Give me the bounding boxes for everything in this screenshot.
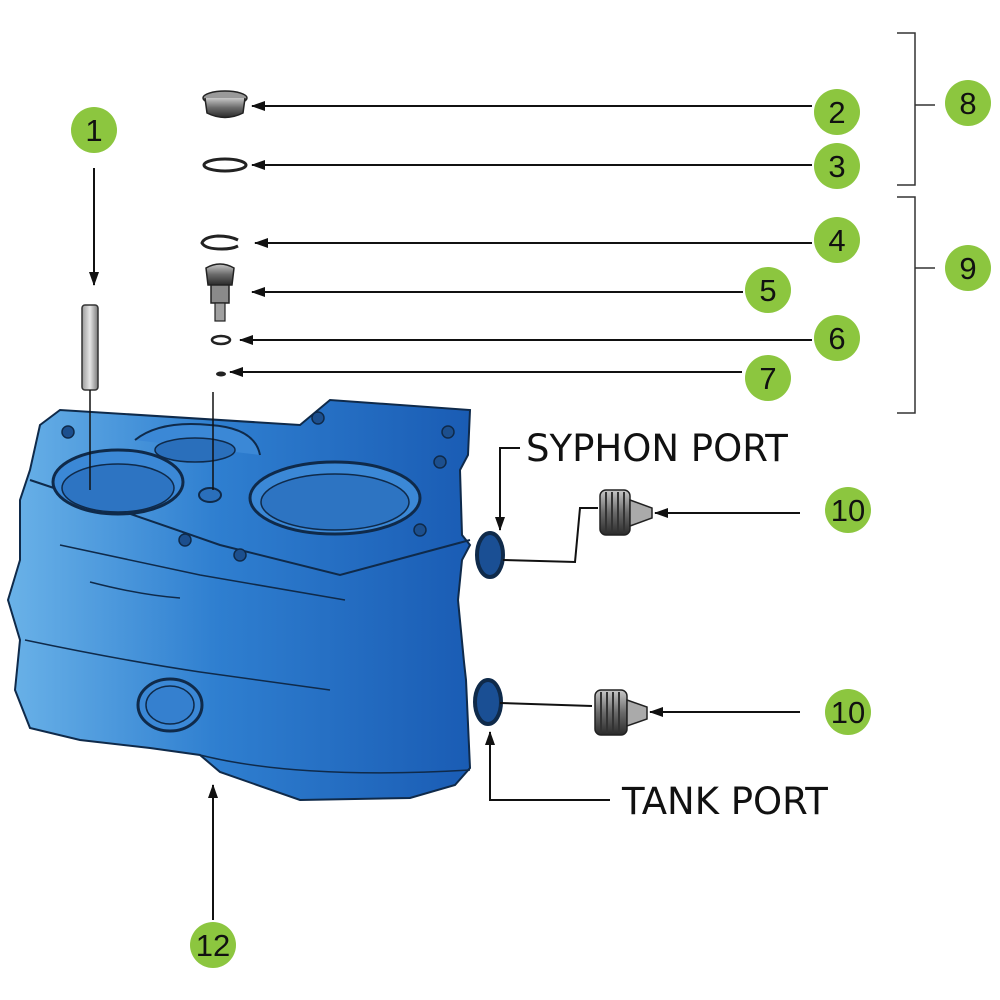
callout-circle xyxy=(945,245,991,291)
callout-number: 1 xyxy=(85,113,102,148)
syphon-port-opening xyxy=(475,531,505,579)
callout-number: 9 xyxy=(959,251,976,286)
syphon-leader xyxy=(495,447,520,531)
leader-lines xyxy=(89,101,812,920)
callout-circle xyxy=(814,315,860,361)
tank-port-label: TANK PORT xyxy=(621,780,828,823)
callout-c9: 9 xyxy=(945,245,991,291)
callout-number: 5 xyxy=(759,273,776,308)
callout-circle xyxy=(190,922,236,968)
callout-c2: 2 xyxy=(814,89,860,135)
callout-number: 2 xyxy=(828,95,845,130)
callout-circle xyxy=(945,80,991,126)
syphon-hose-line xyxy=(502,507,598,564)
valve-body xyxy=(6,398,505,802)
callout-number: 3 xyxy=(828,149,845,184)
callout-number: 7 xyxy=(759,361,776,396)
tank-leader xyxy=(485,731,610,801)
callout-c5: 5 xyxy=(745,267,791,313)
callout-circle xyxy=(825,487,871,533)
tank-port-opening xyxy=(473,678,503,726)
part-o-ring-small xyxy=(210,334,232,346)
part-strainer-lower xyxy=(594,689,648,736)
callout-number: 10 xyxy=(831,695,865,730)
callout-circle xyxy=(745,355,791,401)
callout-c7: 7 xyxy=(745,355,791,401)
callout-c6: 6 xyxy=(814,315,860,361)
callout-c10b: 10 xyxy=(825,689,871,735)
callout-number: 10 xyxy=(831,493,865,528)
callout-number: 6 xyxy=(828,321,845,356)
callout-number: 4 xyxy=(828,223,845,258)
syphon-port-label: SYPHON PORT xyxy=(526,427,788,470)
callout-number: 8 xyxy=(959,86,976,121)
callout-c12: 12 xyxy=(190,922,236,968)
callout-circle xyxy=(814,143,860,189)
part-retaining-ring xyxy=(200,234,239,251)
callout-circle xyxy=(814,217,860,263)
callout-number: 12 xyxy=(196,928,230,963)
callout-circle xyxy=(745,267,791,313)
callout-c8: 8 xyxy=(945,80,991,126)
part-cap xyxy=(202,90,248,119)
part-o-ring-large xyxy=(202,157,248,173)
part-o-ring-tiny xyxy=(216,371,226,377)
part-plunger xyxy=(205,263,235,322)
tank-hose-line xyxy=(499,702,593,707)
callout-circle xyxy=(825,689,871,735)
callout-c10a: 10 xyxy=(825,487,871,533)
part-strainer-upper xyxy=(599,489,653,536)
bracket-9 xyxy=(897,196,935,414)
callout-c1: 1 xyxy=(71,107,117,153)
bracket-8 xyxy=(897,32,935,186)
callout-c3: 3 xyxy=(814,143,860,189)
callout-c4: 4 xyxy=(814,217,860,263)
callout-circle xyxy=(814,89,860,135)
callout-circle xyxy=(71,107,117,153)
part-pin xyxy=(81,304,99,391)
